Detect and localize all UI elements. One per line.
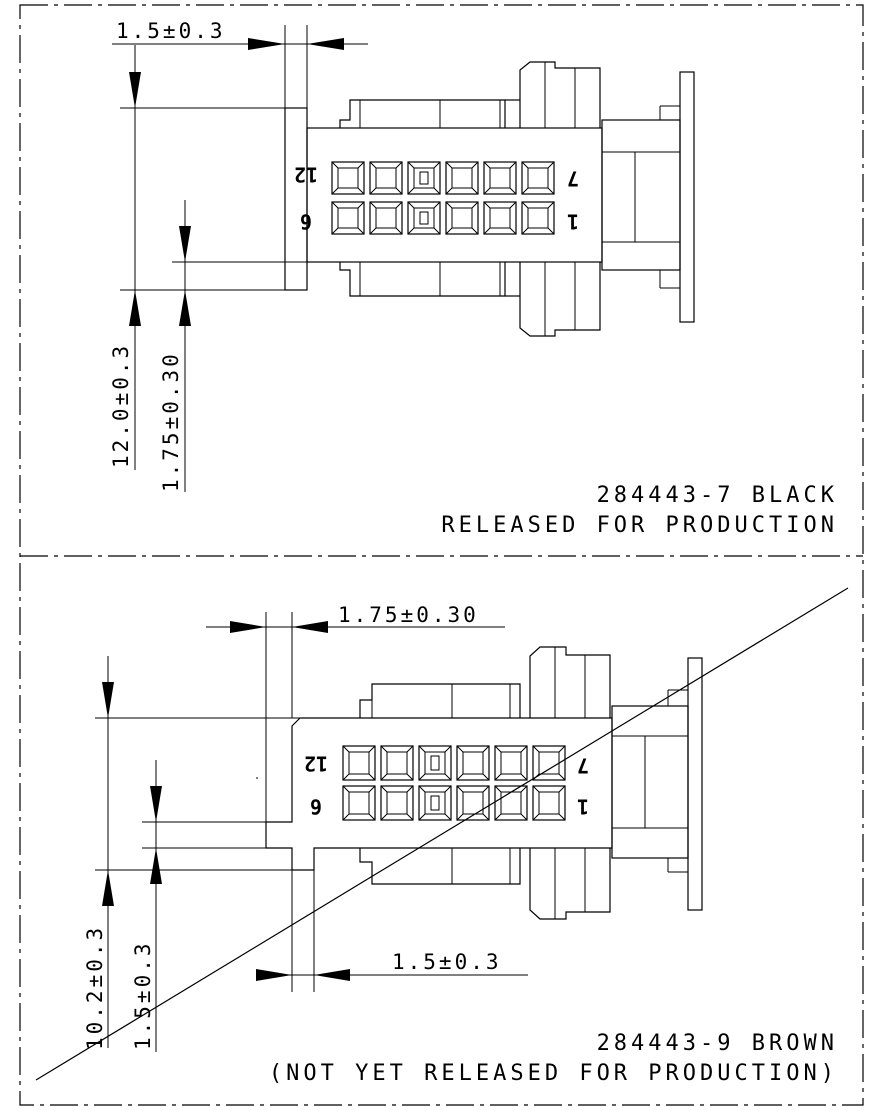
bottom-cavity (456, 745, 490, 781)
top-pin-label-6: 6 (300, 210, 312, 234)
top-cavity (369, 201, 403, 235)
top-cavity (483, 161, 517, 195)
top-view: 12 7 6 1 1.5±0.3 12.0±0.3 1.75 (109, 19, 838, 538)
top-cavity (483, 201, 517, 235)
bottom-cavity (380, 745, 414, 781)
bottom-dim-width-left-label: 1.5±0.3 (131, 940, 155, 1050)
top-release-status: RELEASED FOR PRODUCTION (441, 513, 838, 538)
top-dim-offset (172, 200, 307, 492)
bottom-dim-offset-top-label: 1.75±0.30 (338, 603, 479, 627)
top-cavity (521, 161, 555, 195)
bottom-cavity-grid (342, 745, 566, 821)
bottom-cavity (532, 785, 566, 821)
top-part-number: 284443-7 BLACK (597, 483, 838, 508)
bottom-dim-width-bottom (291, 848, 315, 992)
bottom-dim-width-left (142, 760, 266, 1052)
bottom-cavity (342, 745, 376, 781)
bottom-cavity (494, 785, 528, 821)
top-pin-label-1: 1 (567, 210, 579, 234)
bottom-pin-label-6: 6 (310, 795, 322, 819)
top-connector-outline (284, 61, 695, 337)
bottom-pin-label-1: 1 (577, 795, 589, 819)
bottom-cavity (418, 745, 452, 781)
bottom-view: 12 7 6 1 1.75±0.30 10.2±0.3 (35, 587, 849, 1086)
top-cavity-grid (331, 161, 555, 235)
top-cavity (407, 201, 441, 235)
bottom-cavity (456, 785, 490, 821)
bottom-dim-height-label: 10.2±0.3 (83, 925, 107, 1050)
not-released-strike-line (35, 587, 849, 1081)
bottom-cavity (380, 785, 414, 821)
top-cavity (445, 201, 479, 235)
bottom-width-dimension-visible (256, 969, 528, 981)
top-dim-width (112, 25, 368, 128)
bottom-dim-height (95, 656, 300, 1048)
top-dim-height (120, 45, 285, 470)
bottom-cavity (494, 745, 528, 781)
bottom-cavity (418, 785, 452, 821)
bottom-pin-label-12: 12 (304, 752, 328, 776)
bottom-release-status: (NOT YET RELEASED FOR PRODUCTION) (269, 1061, 838, 1086)
top-dim-offset-label: 1.75±0.30 (159, 351, 183, 492)
top-cavity (331, 161, 365, 195)
top-cavity (521, 201, 555, 235)
bottom-dim-width-bottom-label: 1.5±0.3 (392, 950, 502, 974)
bottom-pin-label-7: 7 (577, 754, 589, 778)
top-cavity (331, 201, 365, 235)
sheet-border (19, 4, 864, 1106)
bottom-connector-outline (265, 646, 703, 920)
bottom-part-number: 284443-9 BROWN (597, 1031, 838, 1056)
top-dim-height-label: 12.0±0.3 (109, 343, 133, 468)
top-cavity (407, 161, 441, 195)
top-pin-label-12: 12 (294, 163, 318, 187)
top-cavity (369, 161, 403, 195)
top-dim-width-label: 1.5±0.3 (116, 19, 226, 43)
top-pin-label-7: 7 (567, 167, 579, 191)
top-cavity (445, 161, 479, 195)
bottom-dim-offset-top (206, 612, 505, 822)
bottom-cavity (342, 785, 376, 821)
